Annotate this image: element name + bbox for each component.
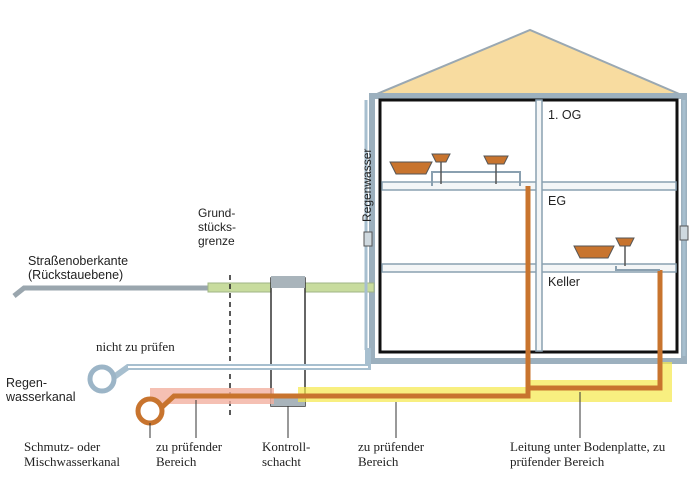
caption-shaft: Kontroll- schacht: [262, 439, 311, 469]
floor-label-eg: EG: [548, 194, 567, 208]
roof: [371, 28, 685, 97]
caption-yellow-zone: zu prüfender Bereich: [358, 439, 425, 469]
rain-pipe-clip: [363, 231, 373, 247]
ground-sink-pipe: [615, 266, 660, 271]
sewer-pipe-main: [158, 186, 531, 411]
road-level-label: Straßenoberkante (Rückstauebene): [28, 254, 129, 283]
basin-og-1: [431, 153, 451, 163]
interior-wall: [535, 99, 543, 352]
rain-vertical-label: Regenwasser: [360, 148, 374, 222]
caption-under-slab: Leitung unter Bodenplatte, zu prüfender …: [510, 439, 666, 469]
rain-sewer-pipe: [87, 364, 117, 394]
rain-pipe-clip-right: [679, 225, 689, 241]
upper-sink-pipe: [431, 171, 521, 186]
property-line-label: Grund- stücks- grenze: [198, 206, 237, 248]
caption-sewer-canal: Schmutz- oder Mischwasserkanal: [24, 439, 121, 469]
sewer-pipe-basement: [528, 270, 663, 391]
road-level-line: [12, 285, 208, 298]
not-tested-label: nicht zu prüfen: [96, 339, 175, 354]
sewer-pipe-end: [135, 396, 165, 426]
basin-og-2: [483, 155, 509, 165]
shaft-top: [271, 276, 305, 288]
inspection-shaft: [270, 277, 306, 407]
bathtub-og: [389, 161, 433, 175]
bathtub-eg: [573, 245, 615, 259]
test-zone-yellow: [298, 362, 672, 402]
floor-label-og: 1. OG: [548, 108, 582, 122]
floor-label-keller: Keller: [548, 275, 580, 289]
caption-red-zone: zu prüfender Bereich: [156, 439, 223, 469]
rain-sewer-label: Regen- wasserkanal: [6, 376, 76, 405]
basin-eg: [615, 237, 635, 247]
